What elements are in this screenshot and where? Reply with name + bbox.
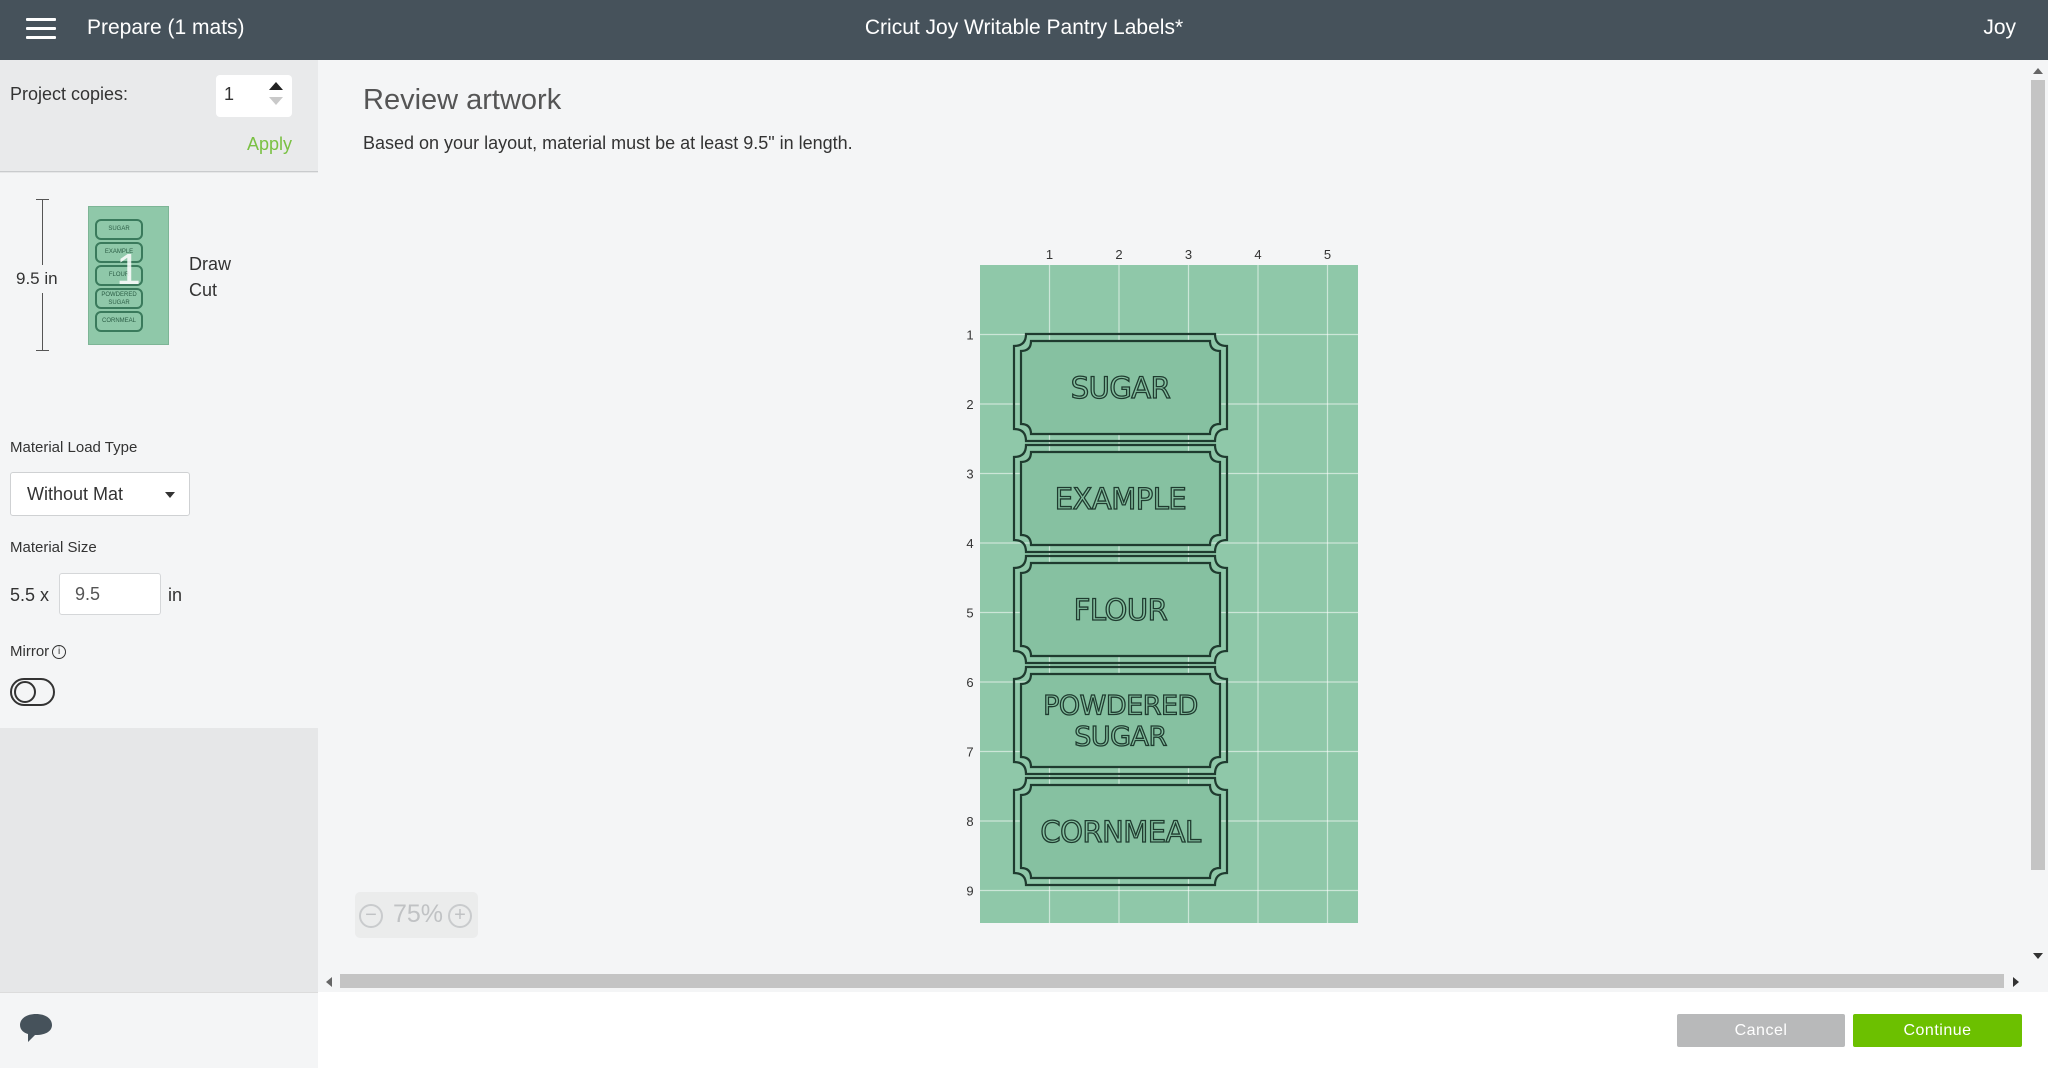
label-text: EXAMPLE [1055,482,1187,516]
mat-operations: Draw Cut [189,251,231,303]
thumb-label: CORNMEAL [95,311,143,332]
thumb-label: POWDERED SUGAR [95,288,143,309]
sidebar-footer [0,992,318,1068]
zoom-control: − 75% + [355,892,478,938]
mat-rulers: 1 2 3 4 5 1 2 3 4 5 6 7 8 9 [966,247,1331,899]
prepare-title: Prepare (1 mats) [87,16,245,39]
ruler-top-label: 2 [1115,247,1122,262]
chat-bubble-icon[interactable] [18,1011,54,1045]
ruler-top-label: 3 [1185,247,1192,262]
scroll-up-icon[interactable] [2033,68,2043,74]
label-text: CORNMEAL [1040,815,1201,849]
page-title: Review artwork [363,84,562,116]
horizontal-scrollbar[interactable] [318,970,2028,992]
ruler-top-label: 4 [1254,247,1261,262]
info-icon[interactable]: i [52,645,67,660]
ruler-left-label: 9 [966,884,973,899]
material-length-input[interactable] [59,573,161,615]
main-area: Review artwork Based on your layout, mat… [318,60,2028,992]
ruler-top-label: 1 [1046,247,1053,262]
label-inner-outline [1019,561,1222,658]
label-inner-outline [1019,783,1222,880]
sidebar: Project copies: 1 Apply 9.5 in SUGAR EXA… [0,60,318,1068]
label-outer-outline [1012,443,1229,554]
toggle-knob [14,681,36,703]
cancel-button[interactable]: Cancel [1677,1014,1845,1047]
zoom-in-icon[interactable]: + [448,904,472,928]
footer-bar: Cancel Continue [318,992,2048,1068]
project-copies-stepper[interactable]: 1 [216,75,292,117]
project-title: Cricut Joy Writable Pantry Labels* [864,16,1184,39]
zoom-level: 75% [393,900,444,928]
ruler-left-label: 3 [966,467,973,482]
project-copies-panel: Project copies: 1 Apply [0,60,318,172]
apply-button[interactable]: Apply [247,134,293,154]
increment-arrow-icon[interactable] [269,82,283,90]
dimension-cap-bottom [36,350,49,351]
thumb-label: EXAMPLE [95,242,143,263]
material-unit: in [168,585,183,605]
material-load-type-value: Without Mat [27,484,124,504]
dimension-cap-top [36,199,49,200]
ruler-left-label: 5 [966,606,973,621]
material-width: 5.5 x [10,585,50,605]
continue-button[interactable]: Continue [1853,1014,2022,1047]
scroll-left-icon[interactable] [326,977,332,987]
mat-number: 1 [116,245,141,294]
vertical-scrollbar[interactable] [2028,60,2048,992]
mat-settings-panel: 9.5 in SUGAR EXAMPLE FLOUR POWDERED SUGA… [0,173,318,728]
label-inner-outline [1019,672,1222,769]
operation-draw: Draw [189,254,232,274]
label-outer-outline [1012,554,1229,665]
ruler-left-label: 1 [966,328,973,343]
scroll-thumb[interactable] [2031,80,2045,870]
label-outer-outline [1012,776,1229,887]
scroll-down-icon[interactable] [2033,953,2043,959]
ruler-left-label: 4 [966,536,973,551]
material-load-type-select[interactable]: Without Mat [10,472,190,516]
label-text: FLOUR [1074,593,1168,627]
label-inner-outline [1019,339,1222,436]
label-text: SUGAR [1074,722,1167,753]
label-text: SUGAR [1071,371,1171,405]
hamburger-menu-icon[interactable] [26,18,56,40]
mirror-label: Mirror [10,643,50,660]
operation-cut: Cut [189,280,218,300]
scroll-thumb[interactable] [340,974,2004,988]
label-outer-outline [1012,332,1229,443]
decrement-arrow-icon[interactable] [269,97,283,105]
ruler-left-label: 6 [966,675,973,690]
project-copies-label: Project copies: [10,84,129,104]
label-outer-outline [1012,665,1229,776]
project-copies-value[interactable]: 1 [224,84,235,104]
mat-preview[interactable]: 1 2 3 4 5 1 2 3 4 5 6 7 8 9 SUGAR EXAMPLE FLOUR POWDERED… [958,205,1358,925]
top-bar: Prepare (1 mats) Cricut Joy Writable Pan… [0,0,2048,60]
page-subtitle: Based on your layout, material must be a… [363,133,853,153]
label-inner-outline [1019,450,1222,547]
machine-name[interactable]: Joy [1983,16,2016,39]
material-load-type-label: Material Load Type [10,439,138,456]
thumb-label: SUGAR [95,219,143,240]
thumb-label: FLOUR [95,265,143,286]
zoom-out-icon[interactable]: − [359,904,383,928]
mat-thumbnail[interactable]: SUGAR EXAMPLE FLOUR POWDERED SUGAR CORNM… [88,206,169,345]
mat-length-label: 9.5 in [16,265,58,293]
chevron-down-icon [165,492,175,498]
ruler-left-label: 2 [966,397,973,412]
scroll-right-icon[interactable] [2013,977,2019,987]
ruler-left-label: 8 [966,814,973,829]
label-text: POWDERED [1043,691,1198,722]
material-size-label: Material Size [10,539,97,556]
ruler-top-label: 5 [1324,247,1331,262]
mirror-toggle[interactable] [10,678,55,706]
ruler-left-label: 7 [966,745,973,760]
